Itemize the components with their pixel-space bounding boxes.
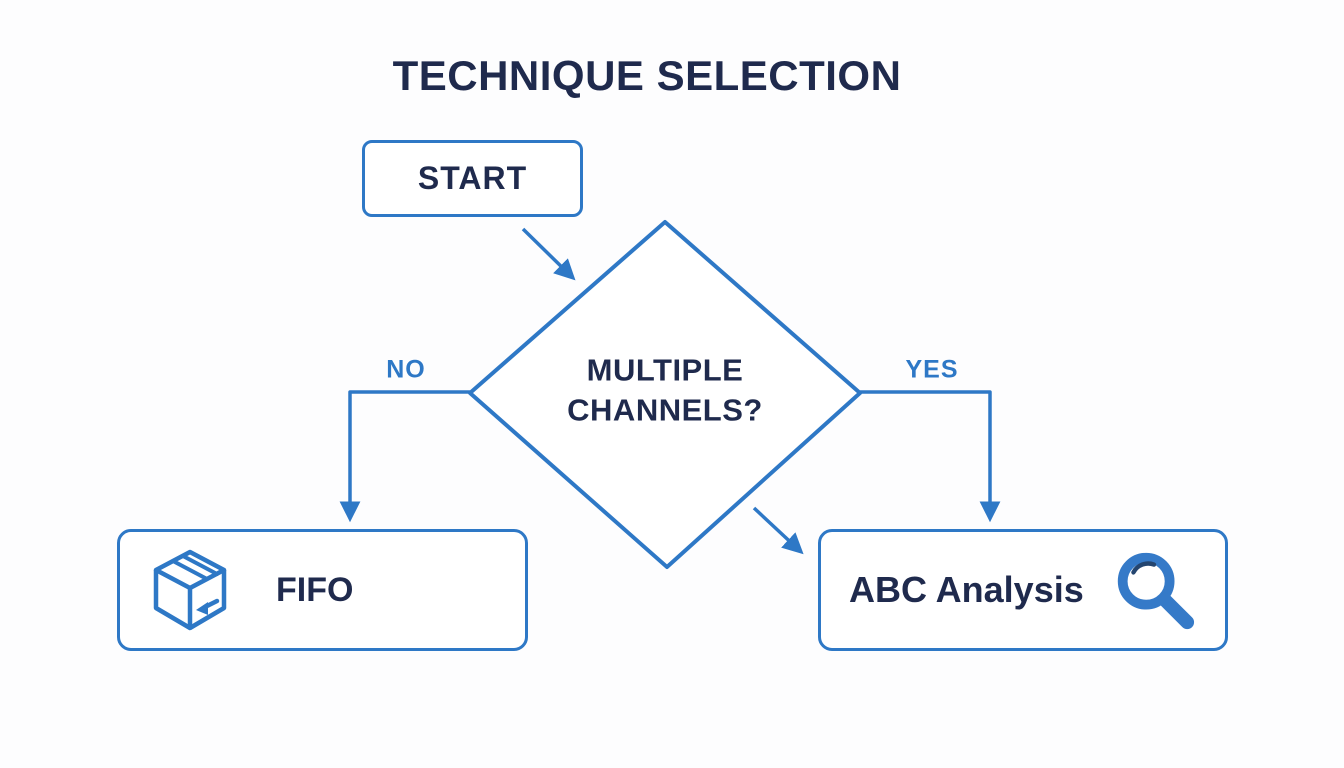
page-title: TECHNIQUE SELECTION	[392, 52, 902, 99]
abc-analysis-node: ABC Analysis	[818, 529, 1228, 651]
branch-label-no: NO	[386, 355, 426, 384]
package-box-icon	[150, 548, 230, 632]
edge-decision-to-fifo	[339, 390, 470, 523]
branch-label-yes: YES	[905, 355, 959, 384]
decision-diamond-shape	[468, 220, 862, 569]
fifo-node: FIFO	[117, 529, 528, 651]
edge-start-to-decision	[521, 227, 576, 281]
magnifier-icon	[1109, 545, 1197, 635]
fifo-node-label: FIFO	[276, 570, 354, 609]
start-node: START	[362, 140, 583, 217]
edge-decision-to-abc-diagonal	[752, 506, 804, 555]
start-node-label: START	[417, 160, 528, 196]
decision-node-label: MULTIPLE CHANNELS?	[567, 352, 763, 427]
abc-node-label: ABC Analysis	[849, 569, 1084, 610]
edge-decision-to-abc	[860, 390, 1001, 523]
